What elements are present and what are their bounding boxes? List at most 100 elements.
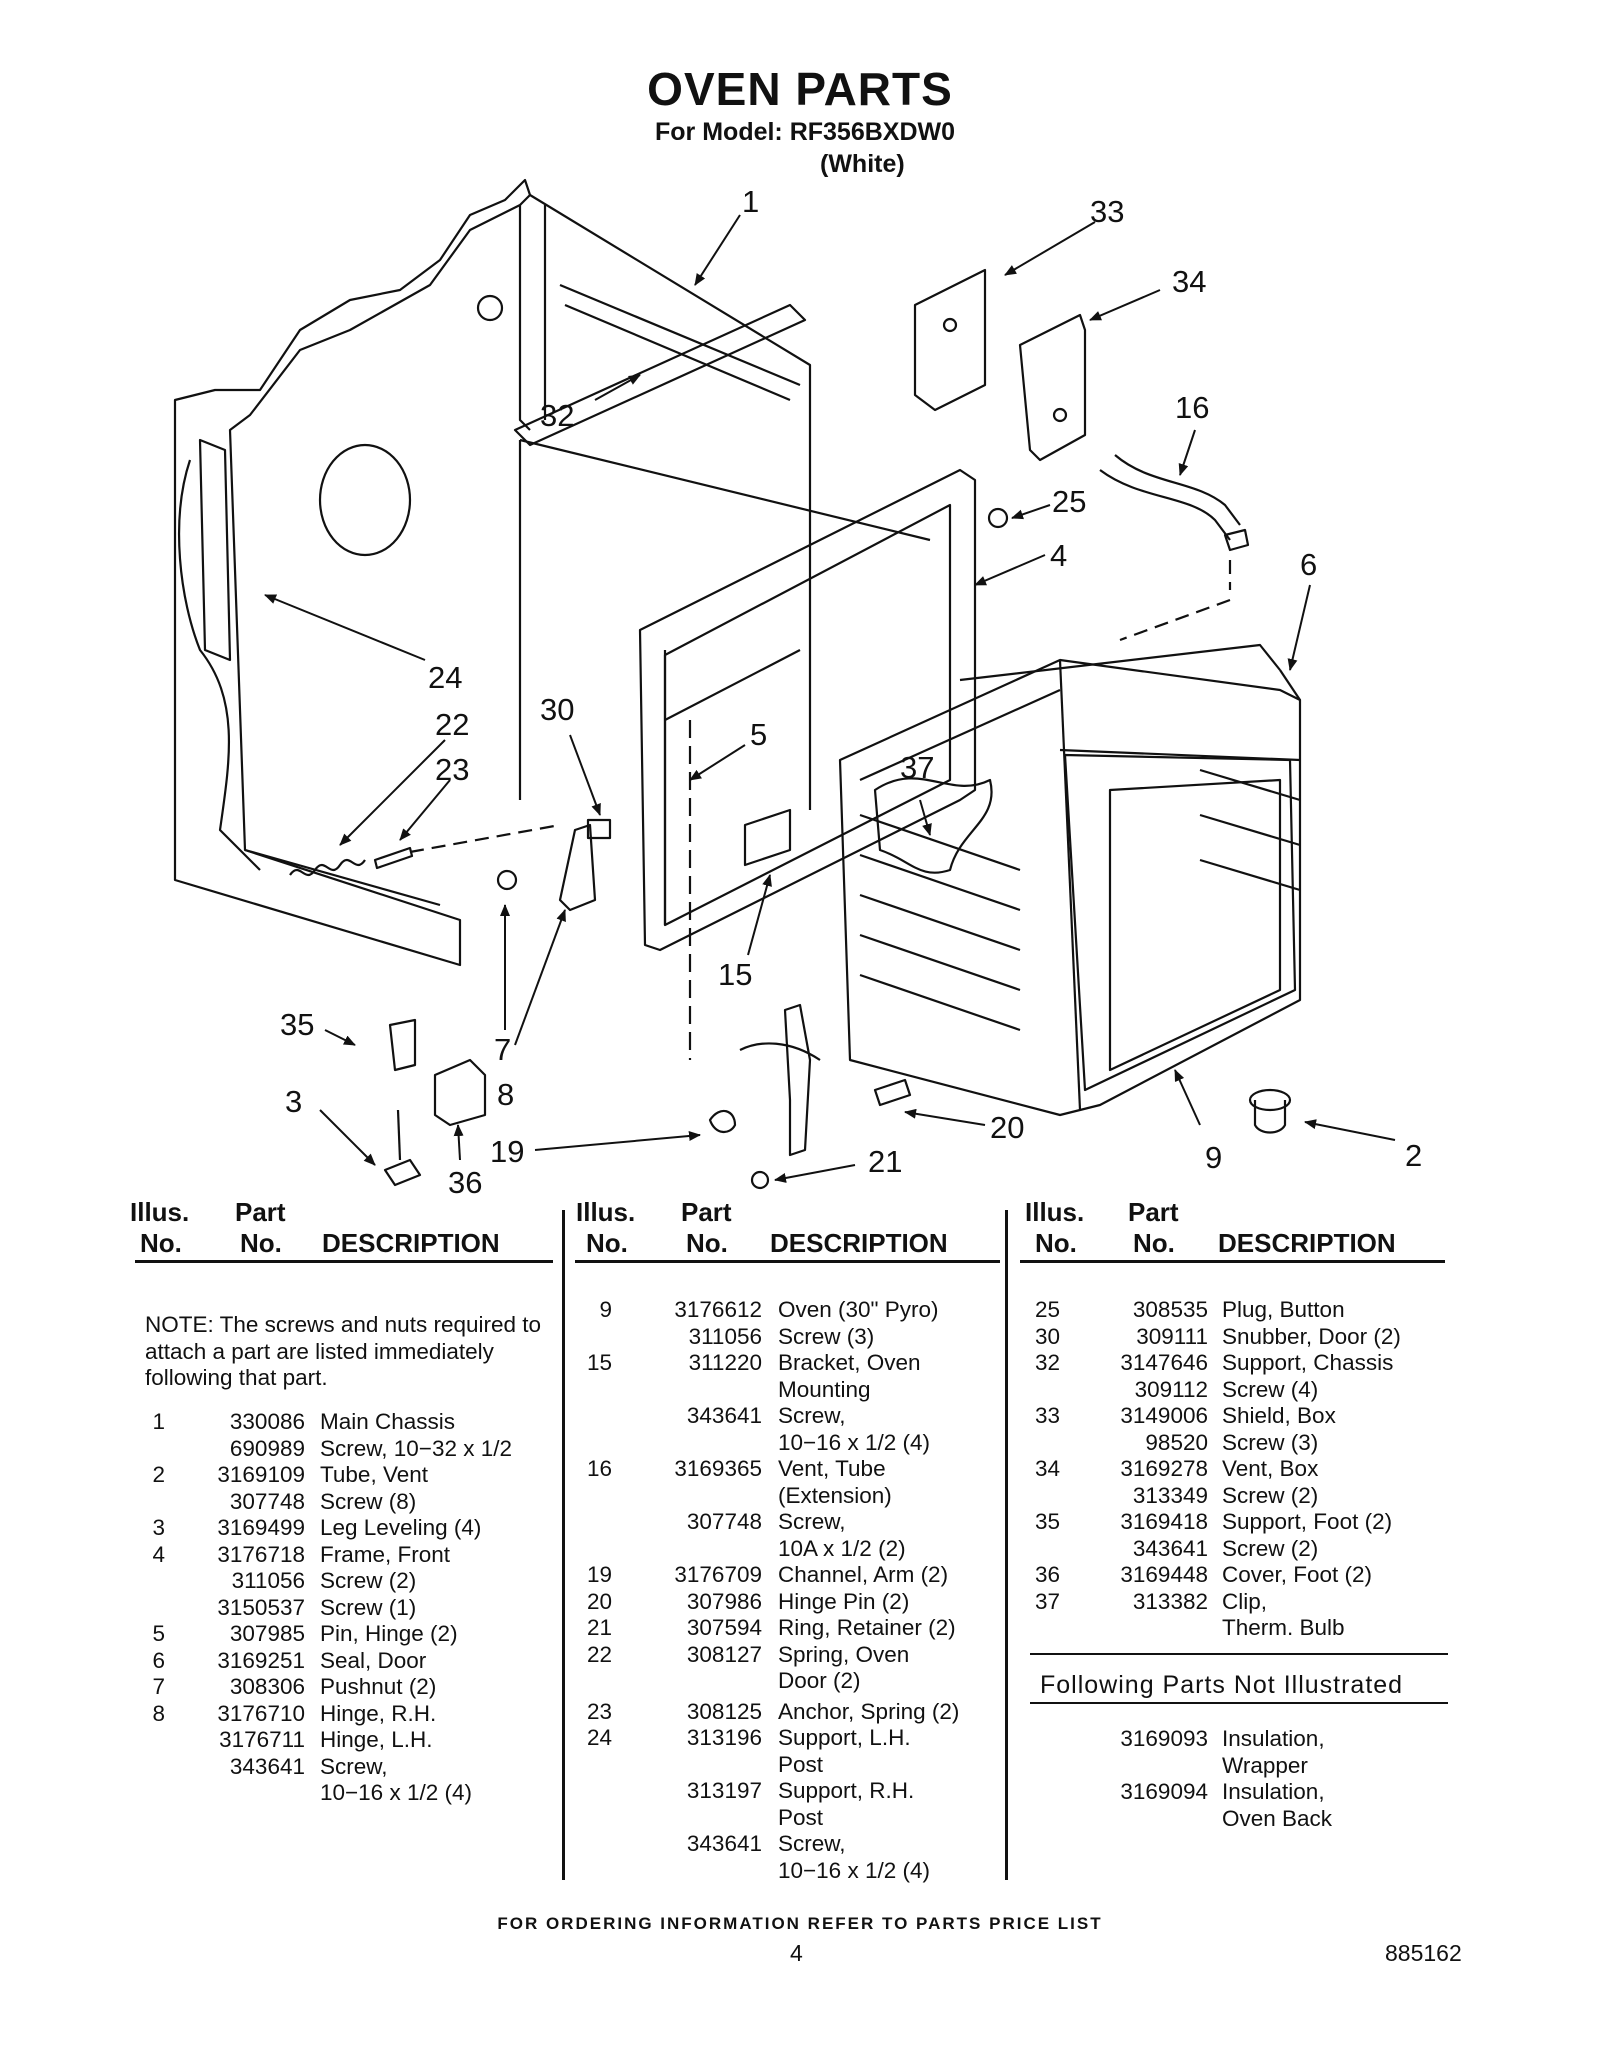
part-description: Frame, Front [320,1541,451,1567]
part-number: 343641 [229,1753,305,1779]
part-description: Anchor, Spring (2) [778,1698,960,1724]
illus-number: 21 [586,1615,612,1640]
vent-tube [1099,469,1231,541]
part-number: 309112 [1134,1376,1208,1402]
part-description: Vent, Box [1222,1456,1319,1481]
part-description: 10−16 x 1/2 (4) [778,1857,930,1883]
part-number: 3176718 [217,1541,305,1567]
callout-label: 16 [1175,390,1209,425]
part-number: 3169418 [1120,1509,1208,1534]
callout-label: 1 [742,184,759,219]
part-number: 3169448 [1120,1562,1208,1587]
part-description: Post [778,1751,824,1777]
part-description: Insulation, [1222,1726,1325,1751]
column-divider [1005,1210,1008,1880]
part-description: Seal, Door [320,1647,427,1673]
part-number: 3176711 [219,1727,305,1752]
part-description: Screw (3) [778,1323,875,1349]
page-title: OVEN PARTS [647,63,953,115]
part-number: 308127 [686,1641,762,1667]
col1-desc-header: DESCRIPTION [322,1228,500,1258]
part-number: 308306 [229,1674,305,1699]
col3-desc-header: DESCRIPTION [1218,1228,1396,1258]
vent-tube-2 [1248,1088,1292,1112]
plug-button [987,507,1009,529]
part-number: 3169093 [1120,1726,1208,1751]
illus-number: 37 [1034,1588,1060,1614]
part-description: Tube, Vent [320,1462,428,1487]
callout-label: 6 [1300,547,1317,582]
oven-cavity-body [838,658,1302,1117]
part-number: 308535 [1132,1297,1208,1322]
part-number: 3169109 [217,1462,305,1487]
part-number: 3150537 [217,1594,305,1620]
illus-number: 5 [152,1621,165,1646]
illus-number: 16 [586,1456,612,1481]
part-number: 3169365 [674,1456,762,1481]
part-description: Wrapper [1222,1752,1308,1778]
part-description: Screw (2) [1222,1535,1319,1561]
callout-label: 8 [497,1077,514,1112]
callout-label: 15 [718,957,752,992]
vent-box [1018,313,1087,462]
illus-number: 22 [586,1641,612,1667]
callout-label: 33 [1090,194,1124,229]
part-number: 309111 [1136,1323,1208,1349]
front-frame [638,468,977,952]
model-number: For Model: RF356BXDW0 [655,118,956,146]
part-description: Support, L.H. [778,1725,911,1750]
part-description: Screw, [778,1403,846,1428]
callout-label: 4 [1050,538,1067,573]
part-number: 690989 [229,1435,305,1461]
callout-label: 2 [1405,1138,1422,1173]
part-description: (Extension) [778,1482,892,1508]
part-number: 307594 [686,1615,762,1640]
col3-header-rule [1020,1260,1445,1263]
screws-note: NOTE: The screws and nuts required to at… [145,1312,542,1390]
illus-number: 7 [152,1674,165,1699]
part-description: Support, Foot (2) [1222,1509,1393,1534]
callout-label: 35 [280,1007,314,1042]
part-description: Door (2) [778,1668,861,1693]
col1-illus-header: Illus.No. [130,1197,190,1258]
illus-number: 34 [1034,1456,1060,1481]
callout-label: 3 [285,1084,302,1119]
part-description: Screw (4) [1222,1376,1319,1402]
part-description: Insulation, [1222,1779,1325,1804]
channel-arm [783,1003,812,1157]
illus-number: 33 [1034,1403,1060,1428]
part-description: Main Chassis [320,1409,456,1434]
illus-number: 3 [152,1515,165,1540]
part-description: Leg Leveling (4) [320,1515,482,1540]
callout-label: 19 [490,1134,524,1169]
column-divider [562,1210,565,1880]
part-description: Screw (8) [320,1488,417,1514]
part-number: 3169251 [217,1647,305,1673]
illus-number: 9 [599,1297,612,1322]
callout-label: 7 [494,1032,511,1067]
part-description: Cover, Foot (2) [1222,1562,1373,1587]
col3-illus-header: Illus.No. [1025,1197,1085,1258]
part-description: Bracket, Oven [778,1350,921,1375]
part-description: Screw, [778,1831,846,1856]
part-description: Hinge Pin (2) [778,1588,910,1614]
part-number: 343641 [1132,1535,1208,1561]
part-number: 3169094 [1120,1779,1208,1804]
chassis-side-panel [173,178,532,967]
callout-label: 24 [428,660,462,695]
part-description: Screw (2) [320,1568,417,1593]
document-number: 885162 [1385,1940,1462,1966]
illus-number: 23 [586,1698,612,1724]
part-description: Support, R.H. [778,1778,915,1803]
part-number: 3149006 [1120,1403,1208,1428]
part-number: 313349 [1132,1482,1208,1508]
part-number: 307986 [686,1588,762,1614]
part-number: 307748 [686,1509,762,1534]
part-description: Support, Chassis [1222,1350,1394,1375]
door-spring [289,858,366,877]
illus-number: 20 [586,1588,612,1614]
part-description: Snubber, Door (2) [1222,1323,1401,1349]
